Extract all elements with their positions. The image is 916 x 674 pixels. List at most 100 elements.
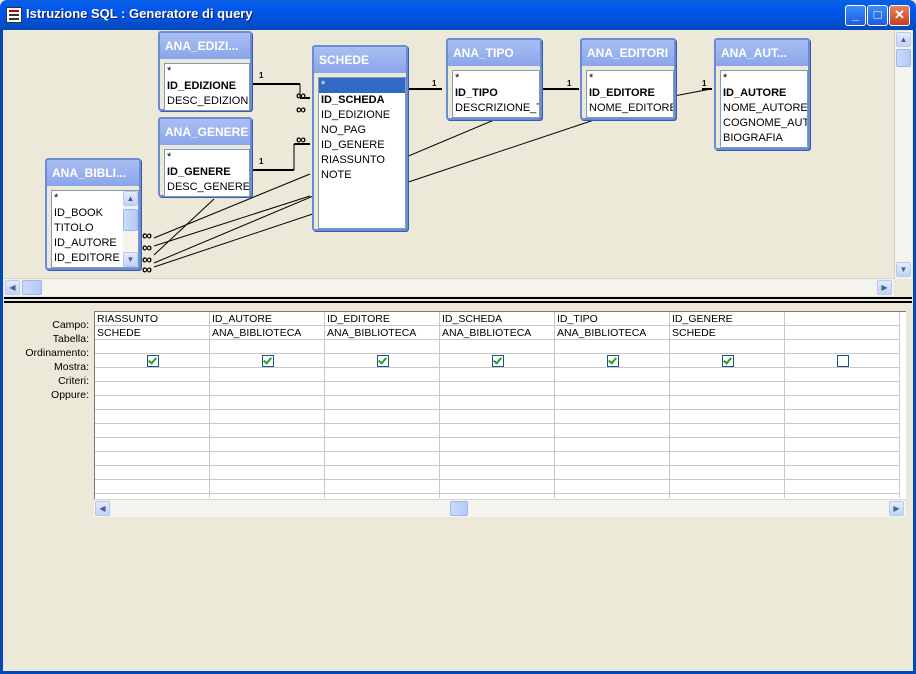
or-cell[interactable]: [670, 382, 784, 396]
empty-cell[interactable]: [325, 424, 439, 438]
field-item[interactable]: NO_PAG: [321, 124, 367, 136]
field-item[interactable]: DESC_EDIZIONE: [167, 95, 250, 107]
field-item[interactable]: ID_EDITORE: [589, 87, 655, 99]
scroll-thumb[interactable]: [123, 209, 138, 231]
table-ana-biblioteca[interactable]: ANA_BIBLI... * ID_BOOK TITOLO ID_AUTORE …: [45, 158, 141, 270]
scroll-down-button[interactable]: ▼: [123, 252, 138, 267]
or-cell[interactable]: [210, 382, 324, 396]
field-item[interactable]: ID_BOOK: [54, 207, 103, 219]
show-checkbox[interactable]: [262, 355, 274, 367]
show-checkbox[interactable]: [147, 355, 159, 367]
empty-cell[interactable]: [210, 452, 324, 466]
empty-cell[interactable]: [785, 466, 899, 480]
empty-cell[interactable]: [210, 424, 324, 438]
field-cell[interactable]: ID_AUTORE: [210, 312, 324, 326]
empty-cell[interactable]: [95, 410, 209, 424]
field-item[interactable]: ID_GENERE: [167, 166, 231, 178]
grid-horizontal-scrollbar[interactable]: ◀ ▶: [94, 499, 906, 517]
empty-cell[interactable]: [670, 396, 784, 410]
scroll-right-button[interactable]: ▶: [877, 280, 892, 295]
field-item[interactable]: *: [167, 151, 172, 163]
table-title[interactable]: ANA_EDITORI: [582, 40, 674, 66]
empty-cell[interactable]: [670, 424, 784, 438]
field-item[interactable]: ID_AUTORE: [54, 237, 117, 249]
field-cell[interactable]: RIASSUNTO: [95, 312, 209, 326]
empty-cell[interactable]: [95, 424, 209, 438]
scroll-up-button[interactable]: ▲: [896, 32, 911, 47]
scroll-thumb[interactable]: [22, 280, 42, 295]
table-cell[interactable]: ANA_BIBLIOTECA: [440, 326, 554, 340]
empty-cell[interactable]: [555, 410, 669, 424]
empty-cell[interactable]: [785, 438, 899, 452]
empty-cell[interactable]: [440, 438, 554, 452]
empty-cell[interactable]: [555, 480, 669, 494]
field-item[interactable]: ID_AUTORE: [723, 87, 787, 99]
scroll-left-button[interactable]: ◀: [95, 501, 110, 516]
field-item[interactable]: ID_EDIZIONE: [167, 80, 237, 92]
show-checkbox[interactable]: [722, 355, 734, 367]
empty-cell[interactable]: [785, 410, 899, 424]
criteria-cell[interactable]: [670, 368, 784, 382]
empty-cell[interactable]: [95, 438, 209, 452]
sort-cell[interactable]: [670, 340, 784, 354]
field-item[interactable]: ID_SCHEDA: [321, 94, 385, 106]
empty-cell[interactable]: [555, 466, 669, 480]
empty-cell[interactable]: [95, 452, 209, 466]
table-ana-tipo[interactable]: ANA_TIPO * ID_TIPO DESCRIZIONE_TI: [446, 38, 542, 120]
scroll-thumb[interactable]: [896, 49, 911, 67]
table-cell[interactable]: ANA_BIBLIOTECA: [210, 326, 324, 340]
field-item[interactable]: ID_EDITORE: [54, 252, 120, 264]
list-scrollbar[interactable]: ▲ ▼: [123, 191, 138, 267]
table-cell[interactable]: [785, 326, 899, 340]
empty-cell[interactable]: [670, 466, 784, 480]
diagram-horizontal-scrollbar[interactable]: ◀ ▶: [4, 278, 894, 296]
table-ana-autori[interactable]: ANA_AUT... * ID_AUTORE NOME_AUTORE COGNO…: [714, 38, 810, 150]
field-item[interactable]: DESC_GENERE: [167, 181, 250, 193]
or-cell[interactable]: [95, 382, 209, 396]
empty-cell[interactable]: [95, 396, 209, 410]
empty-cell[interactable]: [785, 480, 899, 494]
show-checkbox[interactable]: [377, 355, 389, 367]
empty-cell[interactable]: [440, 452, 554, 466]
empty-cell[interactable]: [555, 452, 669, 466]
diagram-vertical-scrollbar[interactable]: ▲ ▼: [894, 31, 912, 279]
sort-cell[interactable]: [555, 340, 669, 354]
criteria-cell[interactable]: [95, 368, 209, 382]
diagram-pane[interactable]: ANA_EDIZI... * ID_EDIZIONE DESC_EDIZIONE…: [4, 31, 900, 277]
empty-cell[interactable]: [440, 466, 554, 480]
empty-cell[interactable]: [555, 396, 669, 410]
or-cell[interactable]: [555, 382, 669, 396]
maximize-button[interactable]: □: [867, 5, 888, 26]
criteria-cell[interactable]: [555, 368, 669, 382]
table-cell[interactable]: SCHEDE: [670, 326, 784, 340]
show-checkbox[interactable]: [607, 355, 619, 367]
empty-cell[interactable]: [440, 396, 554, 410]
field-item[interactable]: *: [167, 65, 172, 77]
field-item[interactable]: *: [723, 72, 728, 84]
empty-cell[interactable]: [325, 410, 439, 424]
scroll-right-button[interactable]: ▶: [889, 501, 904, 516]
empty-cell[interactable]: [325, 480, 439, 494]
table-schede[interactable]: SCHEDE * ID_SCHEDA ID_EDIZIONE NO_PAG ID…: [312, 45, 408, 231]
empty-cell[interactable]: [210, 438, 324, 452]
field-item[interactable]: BIOGRAFIA: [723, 132, 783, 144]
minimize-button[interactable]: _: [845, 5, 866, 26]
table-ana-genere[interactable]: ANA_GENERE * ID_GENERE DESC_GENERE: [158, 117, 252, 197]
empty-cell[interactable]: [325, 396, 439, 410]
empty-cell[interactable]: [670, 480, 784, 494]
criteria-cell[interactable]: [325, 368, 439, 382]
grid-column[interactable]: [785, 312, 900, 498]
table-title[interactable]: ANA_EDIZI...: [160, 33, 250, 59]
table-ana-editori[interactable]: ANA_EDITORI * ID_EDITORE NOME_EDITORE: [580, 38, 676, 120]
field-item[interactable]: RIASSUNTO: [321, 154, 385, 166]
field-cell[interactable]: ID_TIPO: [555, 312, 669, 326]
field-item[interactable]: *: [455, 72, 460, 84]
empty-cell[interactable]: [670, 410, 784, 424]
empty-cell[interactable]: [440, 424, 554, 438]
scroll-down-button[interactable]: ▼: [896, 262, 911, 277]
